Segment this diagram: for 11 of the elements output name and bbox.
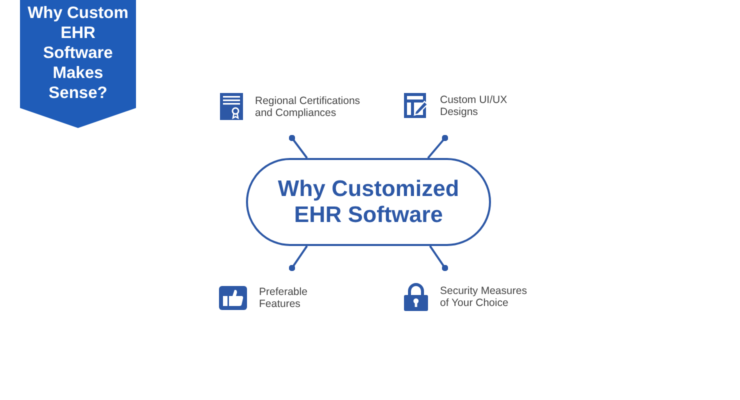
feature-label: Security Measures of Your Choice <box>440 285 528 309</box>
connector-line <box>429 245 448 272</box>
connector-line <box>427 134 448 159</box>
central-title: Why Customized EHR Software <box>276 176 460 228</box>
connector-line <box>288 134 308 159</box>
connector-line <box>288 245 308 272</box>
feature-label: Regional Certifications and Compliances <box>255 94 362 118</box>
feature-label: Custom UI/UX Designs <box>440 94 508 118</box>
banner-title: Why Custom EHR Software Makes Sense? <box>26 3 130 103</box>
feature-label: Preferable Features <box>259 286 308 310</box>
pentagon-banner <box>20 0 136 128</box>
